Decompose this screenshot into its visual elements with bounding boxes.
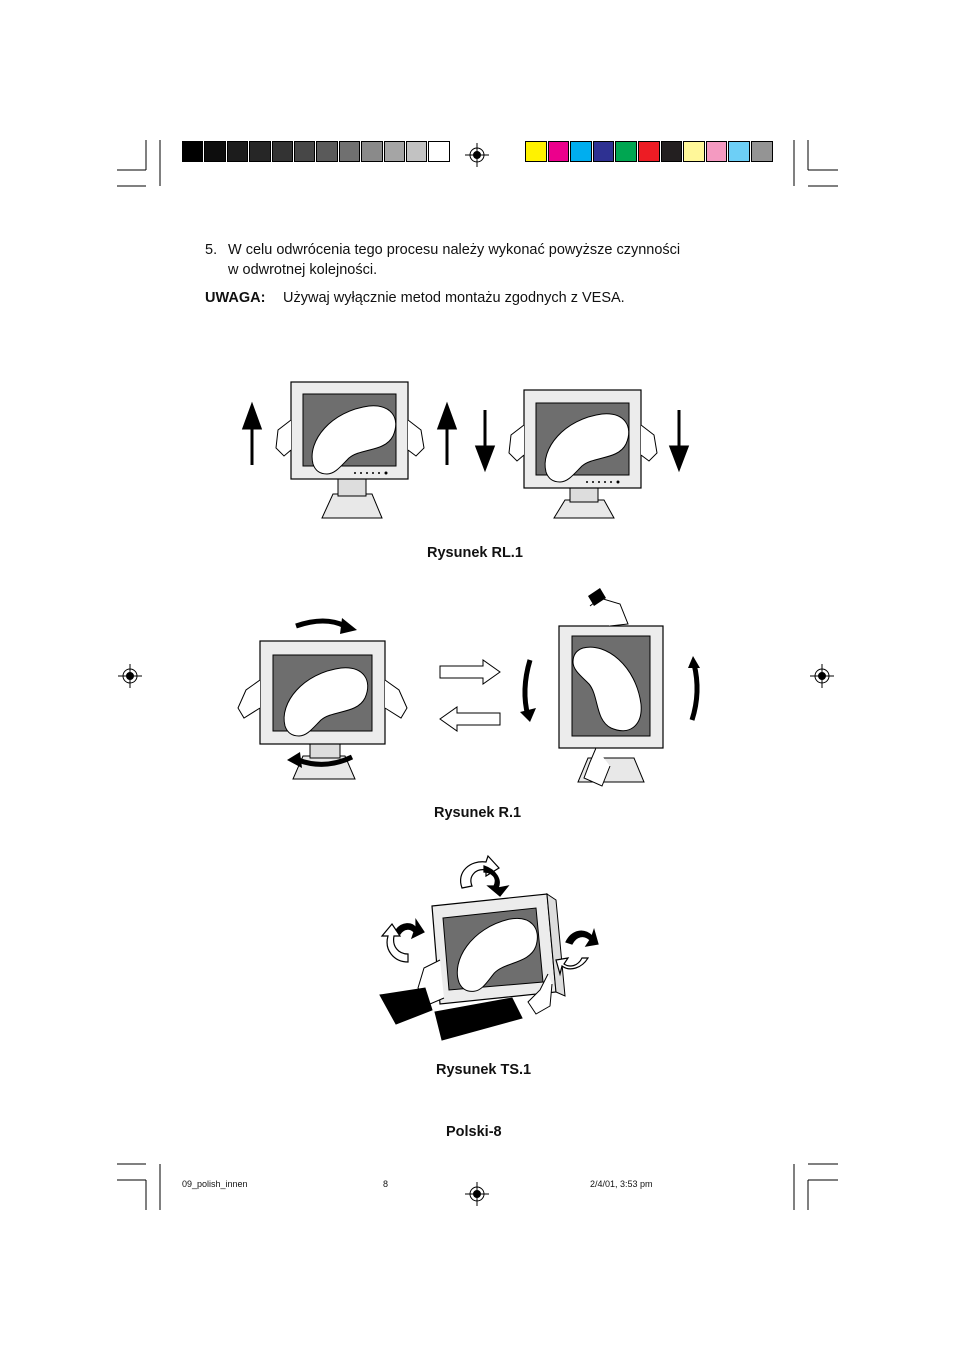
step-text-line2: w odwrotnej kolejności.: [228, 262, 378, 278]
step-number: 5.: [205, 242, 218, 258]
gray-swatch-2: [226, 141, 249, 162]
color-swatch-10: [751, 141, 773, 162]
gray-swatch-8: [361, 141, 383, 162]
monitor-landscape: [237, 618, 408, 780]
figure-caption-rl1: Rysunek RL.1: [427, 545, 523, 561]
page-number-label: Polski-8: [446, 1124, 502, 1140]
color-swatch-1: [547, 141, 570, 162]
gray-swatch-3: [249, 141, 271, 162]
color-swatch-0: [525, 141, 547, 162]
slug-page: 8: [383, 1179, 389, 1189]
note-label: UWAGA:: [205, 290, 266, 306]
gray-swatch-1: [204, 141, 226, 162]
note-text: Używaj wyłącznie metod montażu zgodnych …: [283, 290, 625, 306]
gray-swatch-7: [338, 141, 361, 162]
gray-swatch-10: [406, 141, 428, 162]
gray-swatch-0: [182, 141, 204, 162]
color-swatch-7: [683, 141, 705, 162]
gray-swatch-11: [428, 141, 450, 162]
color-swatch-4: [615, 141, 637, 162]
color-swatch-5: [638, 141, 660, 162]
step-text-line1: W celu odwrócenia tego procesu należy wy…: [228, 242, 681, 258]
monitor-tilt-swivel: [379, 893, 566, 1041]
color-swatch-6: [660, 141, 683, 162]
gray-swatch-5: [294, 141, 316, 162]
gray-swatch-9: [383, 141, 405, 162]
monitor-portrait: [520, 588, 700, 787]
color-swatch-8: [705, 141, 728, 162]
color-swatch-9: [728, 141, 750, 162]
gray-swatch-6: [316, 141, 338, 162]
monitor-raised: [275, 381, 425, 519]
color-swatch-3: [592, 141, 615, 162]
slug-filename: 09_polish_innen: [182, 1179, 248, 1189]
color-swatch-2: [570, 141, 592, 162]
slug-date: 2/4/01, 3:53 pm: [590, 1179, 653, 1189]
figure-caption-r1: Rysunek R.1: [434, 805, 522, 821]
figure-caption-ts1: Rysunek TS.1: [436, 1062, 532, 1078]
gray-swatch-4: [271, 141, 293, 162]
monitor-lowered: [508, 389, 658, 519]
